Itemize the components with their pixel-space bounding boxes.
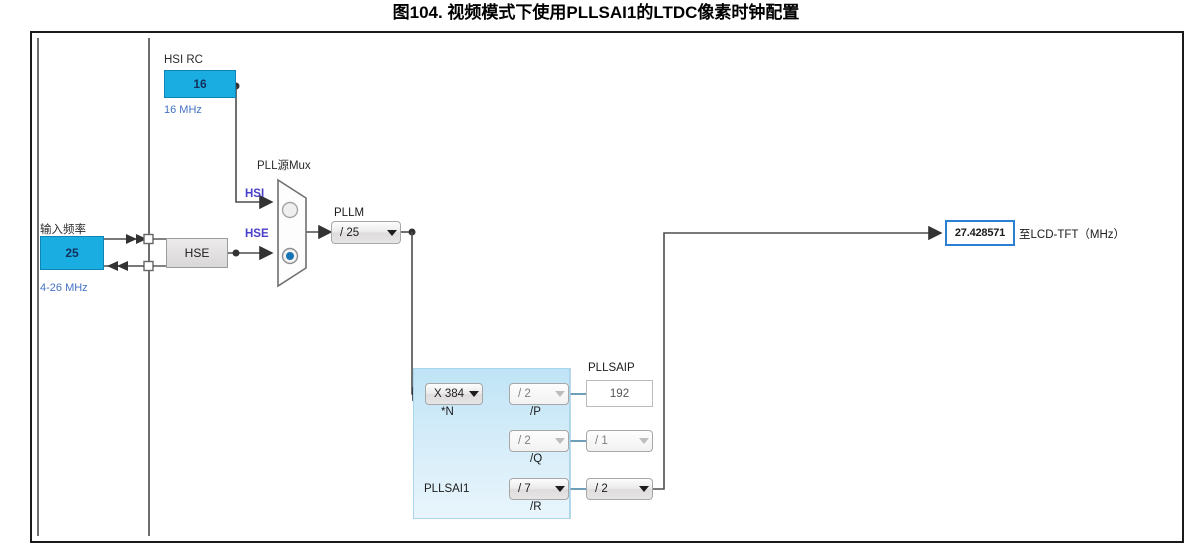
pllsai1-divider-q-caption: /Q — [530, 453, 543, 465]
diagram-frame — [30, 31, 1184, 543]
pllsai1-divider-r-value: / 7 — [518, 483, 531, 495]
pllsai1-divider-p-caption: /P — [530, 406, 541, 418]
pllm-value: / 25 — [340, 226, 360, 239]
pllsai1-multiplier-caption: *N — [441, 406, 454, 418]
chevron-down-icon — [636, 479, 652, 499]
hsi-rc-label: HSI RC — [164, 54, 203, 66]
pllsai1-multiplier-combo[interactable]: X 384 — [425, 383, 483, 405]
hsi-rc-range: 16 MHz — [164, 104, 202, 116]
pllsai1-divider-r-combo[interactable]: / 7 — [509, 478, 569, 500]
chevron-down-icon — [466, 384, 482, 404]
pllsaip-label: PLLSAIP — [588, 362, 635, 374]
chevron-down-icon — [384, 222, 400, 243]
pllsai1-divider-q-combo[interactable]: / 2 — [509, 430, 569, 452]
hse-block[interactable]: HSE — [166, 238, 228, 268]
post-divider-r-combo[interactable]: / 2 — [586, 478, 653, 500]
post-divider-q-value: / 1 — [595, 435, 608, 447]
chevron-down-icon — [552, 384, 568, 404]
chevron-down-icon — [636, 431, 652, 451]
rail-second — [148, 38, 150, 536]
input-frequency-label: 输入频率 — [40, 224, 86, 236]
mux-input-hse-label: HSE — [245, 228, 269, 240]
figure-title: 图104. 视频模式下使用PLLSAI1的LTDC像素时钟配置 — [392, 3, 800, 22]
pllm-combo[interactable]: / 25 — [331, 221, 401, 244]
input-frequency-range: 4-26 MHz — [40, 282, 88, 294]
mux-input-hsi-label: HSI — [245, 188, 265, 200]
pllsai1-multiplier-value: X 384 — [434, 388, 465, 400]
pllsai1-divider-q-value: / 2 — [518, 435, 531, 447]
chevron-down-icon — [552, 479, 568, 499]
chevron-down-icon — [552, 431, 568, 451]
pllsai1-divider-p-combo[interactable]: / 2 — [509, 383, 569, 405]
input-frequency-value[interactable]: 25 — [40, 236, 104, 270]
pll-source-mux[interactable] — [276, 178, 310, 288]
ltdc-output-value[interactable]: 27.428571 — [945, 220, 1015, 246]
pllsai1-divider-p-value: / 2 — [518, 388, 531, 400]
hsi-rc-value[interactable]: 16 — [164, 70, 236, 98]
post-divider-q-combo[interactable]: / 1 — [586, 430, 653, 452]
pll-source-mux-label: PLL源Mux — [257, 160, 311, 172]
pllsaip-field: 192 — [586, 380, 653, 407]
post-divider-r-value: / 2 — [595, 483, 608, 495]
pllsai1-title: PLLSAI1 — [424, 483, 470, 495]
pllm-label: PLLM — [334, 207, 365, 219]
rail-left — [37, 38, 39, 536]
pllsai1-divider-r-caption: /R — [530, 501, 542, 513]
ltdc-output-caption: 至LCD-TFT（MHz） — [1019, 229, 1126, 241]
